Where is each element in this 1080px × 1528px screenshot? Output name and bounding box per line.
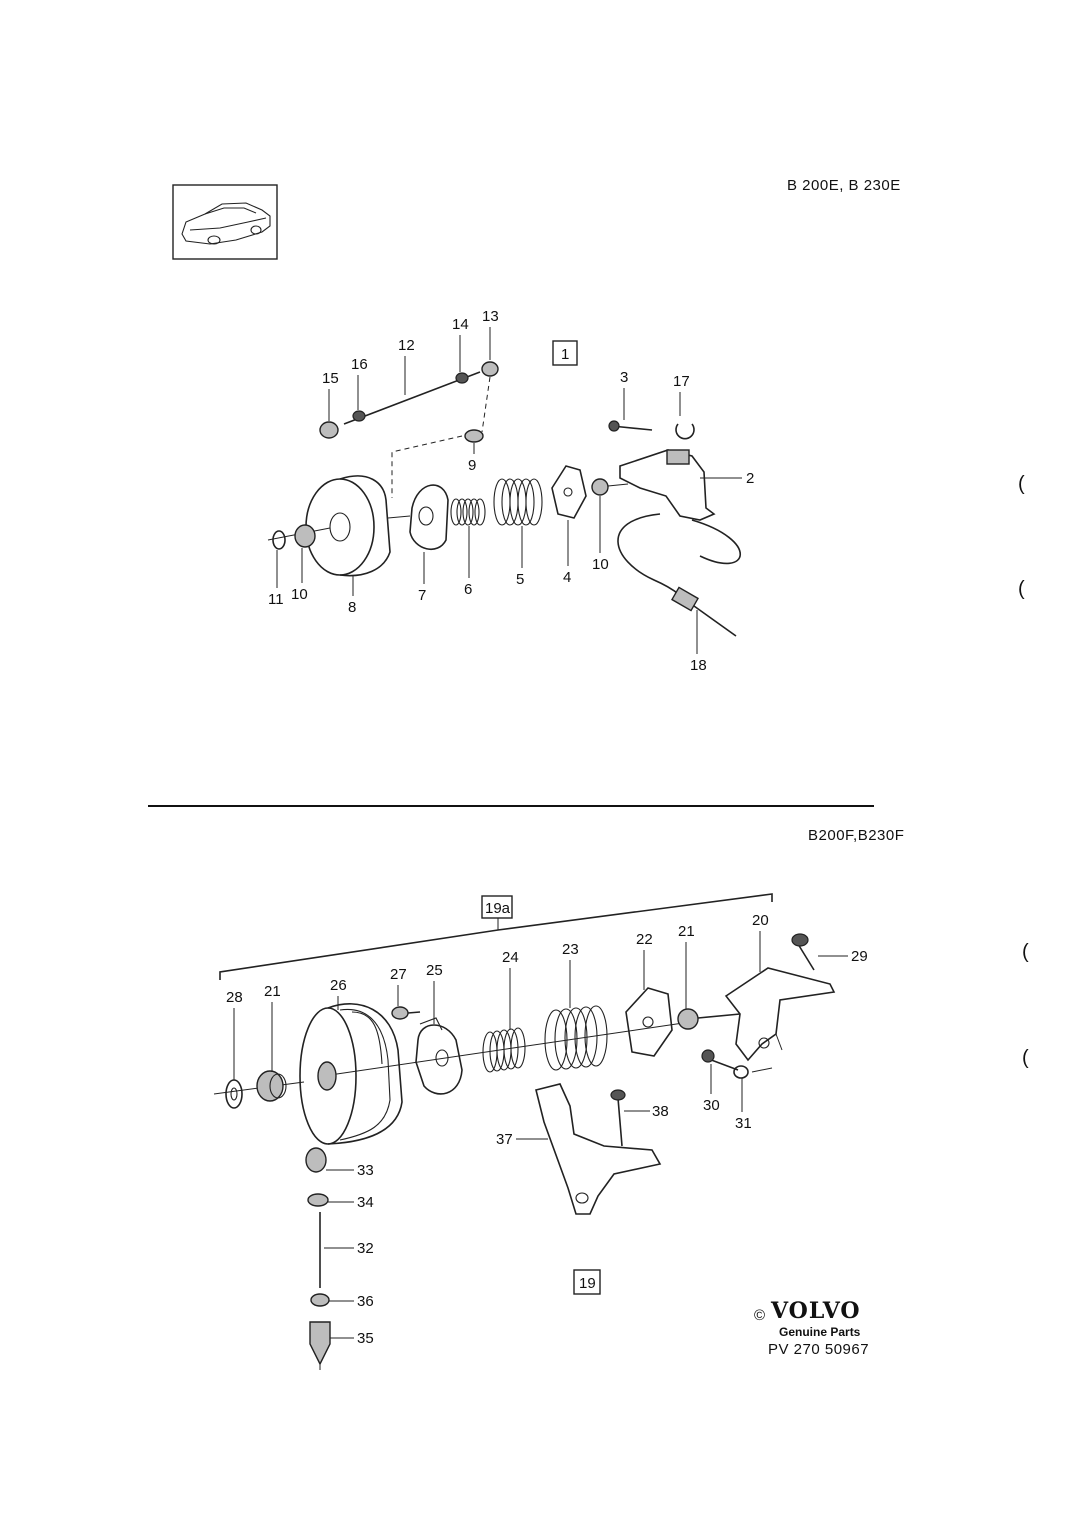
group-box-1 — [552, 340, 578, 366]
label-2: 2 — [746, 470, 754, 487]
label-36: 36 — [357, 1293, 374, 1310]
margin-mark: ( — [1018, 473, 1025, 495]
label-30: 30 — [703, 1097, 720, 1114]
label-7: 7 — [418, 587, 426, 604]
top-assembly: 1 — [267, 340, 741, 637]
group-box-19 — [573, 1269, 601, 1295]
label-33: 33 — [357, 1162, 374, 1179]
label-5: 5 — [516, 571, 524, 588]
label-34: 34 — [357, 1194, 374, 1211]
copyright-mark: © — [754, 1307, 766, 1324]
label-11: 11 — [268, 591, 284, 608]
brand-name: VOLVO — [770, 1298, 861, 1324]
label-23: 23 — [562, 941, 579, 958]
label-32: 32 — [357, 1240, 374, 1257]
label-14: 14 — [452, 316, 469, 333]
car-thumbnail — [172, 184, 278, 260]
label-16: 16 — [351, 356, 368, 373]
group-box-19a-label: 19a — [485, 900, 511, 917]
label-18: 18 — [690, 657, 707, 674]
label-6: 6 — [464, 581, 472, 598]
top-part-labels: 2 3 4 5 6 7 8 9 10 10 11 12 13 14 15 16 … — [268, 308, 754, 674]
engine-variant-top: B 200E, B 230E — [787, 177, 901, 194]
brand-block: © VOLVO Genuine Parts PV 270 50967 — [754, 1298, 869, 1358]
brand-tagline: Genuine Parts — [779, 1325, 861, 1339]
label-12: 12 — [398, 337, 415, 354]
label-28: 28 — [226, 989, 243, 1006]
label-31: 31 — [735, 1115, 752, 1132]
margin-mark: ( — [1018, 578, 1025, 600]
bottom-assembly: 19a — [213, 893, 836, 1370]
label-26: 26 — [330, 977, 347, 994]
label-35: 35 — [357, 1330, 374, 1347]
engine-variant-bottom: B200F,B230F — [808, 827, 904, 844]
label-38: 38 — [652, 1103, 669, 1120]
label-21b: 21 — [678, 923, 695, 940]
label-4: 4 — [563, 569, 571, 586]
label-8: 8 — [348, 599, 356, 616]
label-10b: 10 — [592, 556, 609, 573]
margin-mark: ( — [1022, 1047, 1029, 1069]
group-box-1-label: 1 — [561, 346, 569, 363]
label-3: 3 — [620, 369, 628, 386]
label-22: 22 — [636, 931, 653, 948]
label-9: 9 — [468, 457, 476, 474]
label-21a: 21 — [264, 983, 281, 1000]
label-17: 17 — [673, 373, 690, 390]
bottom-part-labels: 20 21 21 22 23 24 25 26 27 28 29 30 31 3… — [226, 912, 868, 1347]
label-15: 15 — [322, 370, 339, 387]
margin-mark: ( — [1022, 941, 1029, 963]
label-13: 13 — [482, 308, 499, 325]
label-20: 20 — [752, 912, 769, 929]
label-37: 37 — [496, 1131, 513, 1148]
label-27: 27 — [390, 966, 407, 983]
label-10a: 10 — [291, 586, 308, 603]
group-box-19a — [481, 895, 513, 919]
group-box-19-label: 19 — [579, 1275, 596, 1292]
label-25: 25 — [426, 962, 443, 979]
part-code: PV 270 50967 — [768, 1341, 869, 1358]
label-24: 24 — [502, 949, 519, 966]
label-29: 29 — [851, 948, 868, 965]
